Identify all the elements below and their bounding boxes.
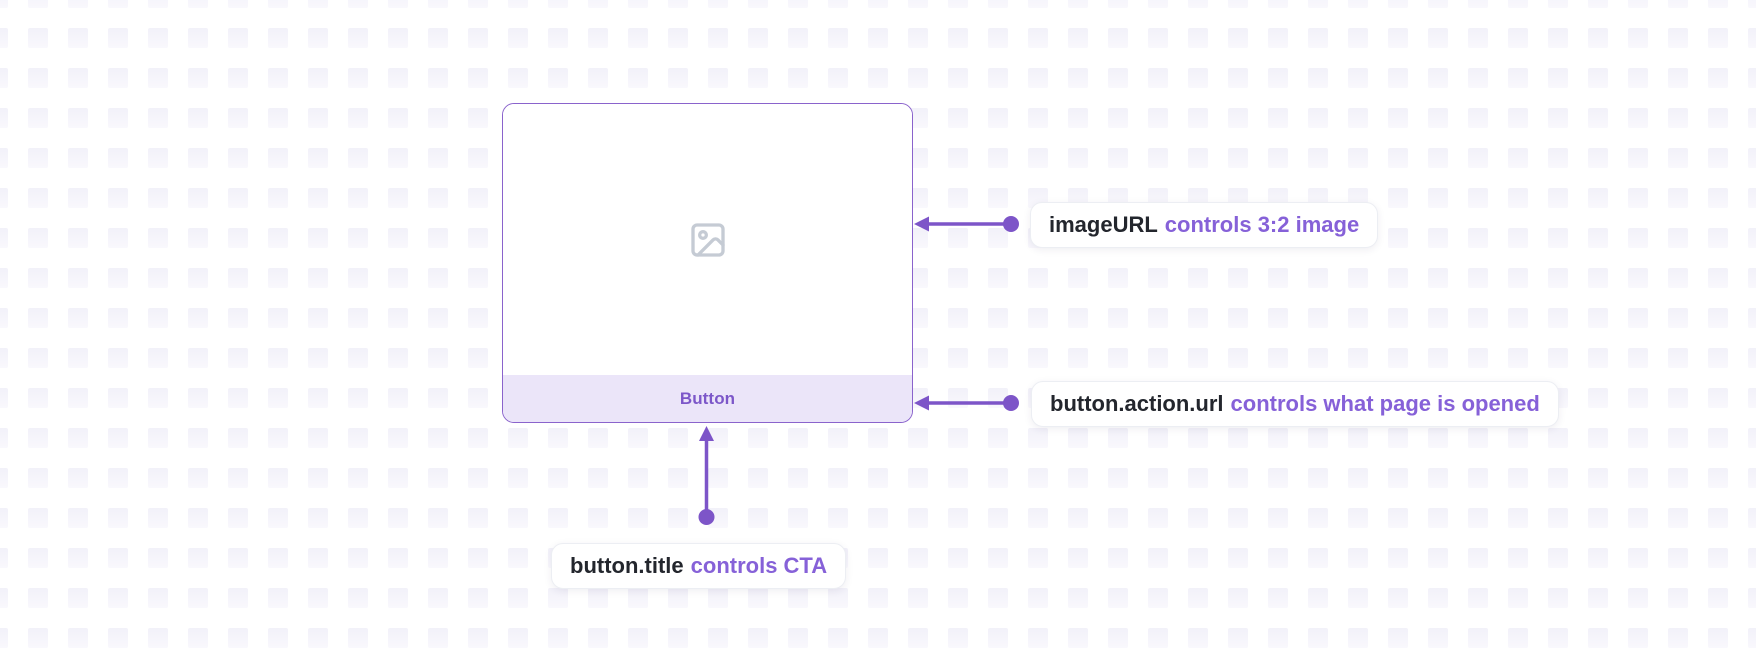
arrow-button-action-url [914, 395, 1019, 411]
image-placeholder [503, 104, 912, 375]
card-cta-button[interactable]: Button [503, 375, 912, 422]
arrow-button-title [698, 426, 715, 525]
annotation-button-title: button.title controls CTA [551, 543, 847, 589]
annotation-field: imageURL [1049, 212, 1158, 237]
annotation-description: controls CTA [690, 553, 828, 578]
annotation-field: button.title [570, 553, 684, 578]
annotation-image-url: imageURL controls 3:2 image [1030, 202, 1379, 248]
card-cta-label: Button [679, 388, 736, 408]
annotation-description: controls what page is opened [1230, 391, 1540, 416]
annotation-description: controls 3:2 image [1164, 212, 1360, 237]
card-preview: Button [502, 103, 913, 423]
annotation-field: button.action.url [1050, 391, 1224, 416]
annotation-button-action-url: button.action.url controls what page is … [1031, 381, 1559, 427]
arrow-image-url [914, 216, 1019, 232]
image-icon [690, 222, 725, 257]
